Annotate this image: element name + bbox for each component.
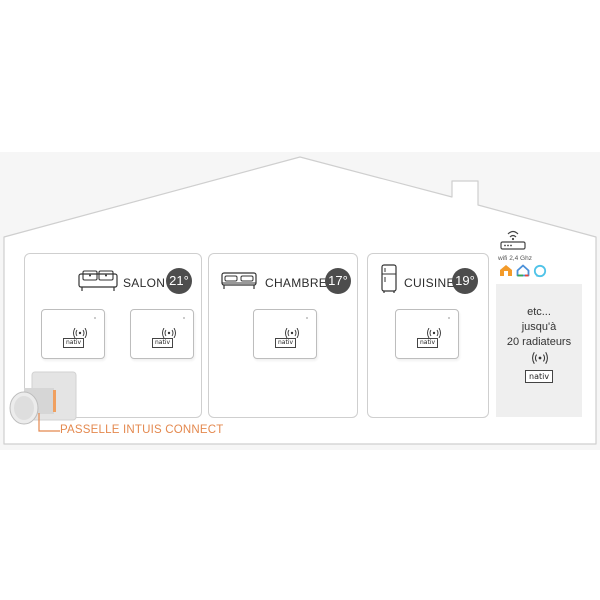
alexa-icon — [533, 264, 547, 278]
additional-radiators-panel: etc... jusqu'à 20 radiateurs nativ — [496, 284, 582, 417]
nativ-logo: nativ — [417, 338, 439, 348]
wireless-signal-icon — [162, 328, 176, 338]
connector-line — [38, 413, 60, 432]
bed-icon — [221, 272, 257, 289]
temperature-badge: 21° — [166, 268, 192, 294]
room-cuisine: CUISINE 19° nativ — [367, 253, 489, 418]
temperature-badge: 19° — [452, 268, 478, 294]
room-name: CHAMBRE — [265, 276, 328, 290]
wifi-label: wifi 2,4 Ghz — [498, 255, 532, 262]
radiator-device: nativ — [253, 309, 317, 359]
room-name: CUISINE — [404, 276, 455, 290]
wireless-signal-icon — [73, 328, 87, 338]
panel-text-line3: 20 radiateurs — [506, 336, 572, 348]
nativ-logo: nativ — [152, 338, 174, 348]
panel-text-line1: etc... — [527, 306, 551, 318]
room-name: SALON — [123, 276, 166, 290]
wireless-signal-icon — [532, 352, 548, 364]
router-icon — [500, 230, 526, 250]
wireless-signal-icon — [285, 328, 299, 338]
wireless-signal-icon — [427, 328, 441, 338]
room-chambre: CHAMBRE 17° nativ — [208, 253, 358, 418]
nativ-logo: nativ — [275, 338, 297, 348]
sofa-icon — [78, 270, 118, 291]
gateway-device-image — [9, 371, 77, 425]
radiator-device: nativ — [41, 309, 105, 359]
radiator-device: nativ — [130, 309, 194, 359]
google-home-icon — [516, 264, 530, 277]
home-icon — [500, 265, 512, 276]
panel-text-line2: jusqu'à — [521, 321, 557, 333]
nativ-logo: nativ — [525, 370, 554, 383]
radiator-device: nativ — [395, 309, 459, 359]
gateway-label: PASSELLE INTUIS CONNECT — [60, 424, 224, 436]
fridge-icon — [381, 264, 397, 293]
nativ-logo: nativ — [63, 338, 85, 348]
temperature-badge: 17° — [325, 268, 351, 294]
